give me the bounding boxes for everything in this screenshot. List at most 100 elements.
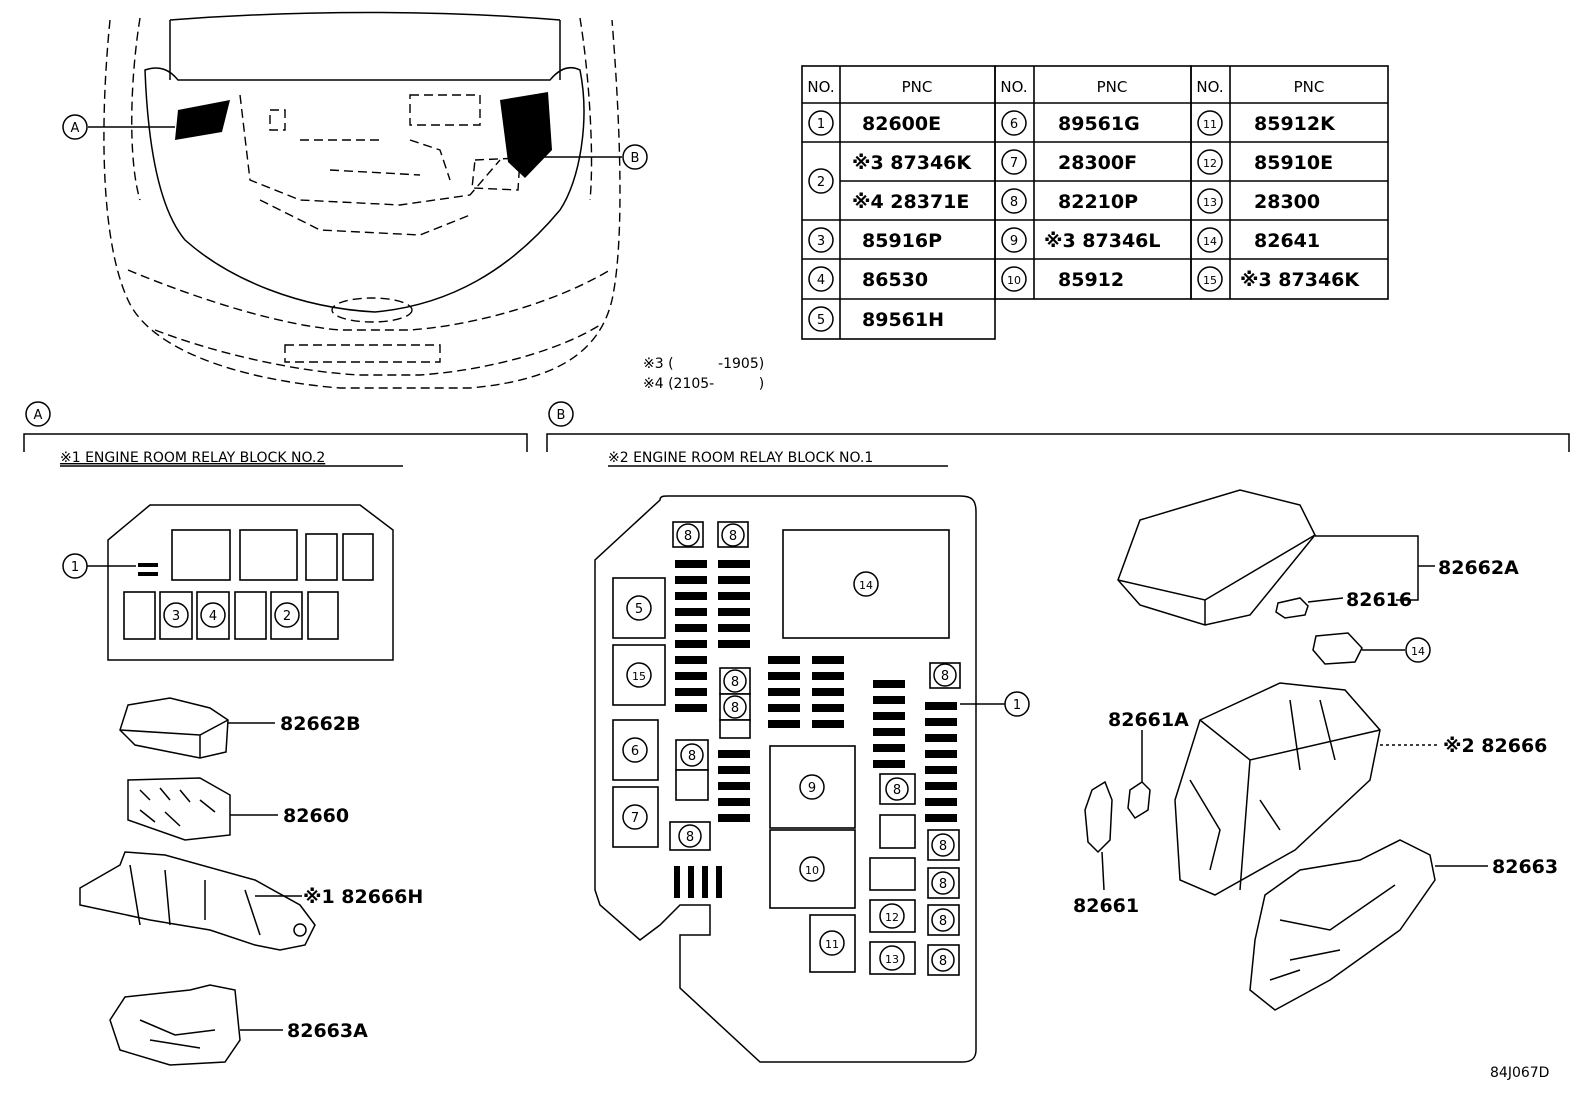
callout-a: A — [71, 121, 80, 136]
row-pnc: 89561G — [1058, 113, 1140, 135]
part-82662a-label: 82662A — [1438, 557, 1519, 579]
callout-15: 15 — [632, 670, 646, 683]
row-pnc: 85910E — [1254, 152, 1333, 174]
callout-6: 6 — [631, 744, 639, 759]
part-82666-drawing — [1174, 682, 1440, 896]
callout-8: 8 — [688, 749, 696, 764]
part-82663-drawing — [1249, 839, 1488, 1011]
vehicle-front-view — [62, 11, 648, 389]
table-header-pnc-2: PNC — [1097, 78, 1128, 96]
row-no: 1 — [817, 117, 825, 132]
callout-1: 1 — [71, 560, 79, 575]
part-82666-label: ※2 82666 — [1443, 735, 1547, 757]
table-header-pnc-3: PNC — [1294, 78, 1325, 96]
section-b-part-labels: 82662A 82616 82661A ※2 82666 82661 82663 — [1073, 557, 1558, 917]
callout-2: 2 — [283, 609, 291, 624]
callout-10: 10 — [805, 864, 819, 877]
callout-8: 8 — [939, 914, 947, 929]
row-no: 13 — [1203, 196, 1217, 209]
section-a-part-labels: 82662B 82660 ※1 82666H 82663A — [280, 713, 423, 1042]
part-82660-label: 82660 — [283, 805, 349, 827]
part-82661a-label: 82661A — [1108, 709, 1189, 731]
table-header-no-1: NO. — [807, 78, 834, 96]
row-pnc: ※3 87346K — [1240, 269, 1360, 291]
part-82662b-drawing — [119, 697, 275, 759]
row-no: 15 — [1203, 274, 1217, 287]
row-pnc: 82210P — [1058, 191, 1138, 213]
pnc-table — [801, 65, 1389, 340]
row-no: 4 — [817, 273, 825, 288]
row-no: 14 — [1203, 235, 1217, 248]
part-82616-label: 82616 — [1346, 589, 1412, 611]
part-82662b-label: 82662B — [280, 713, 361, 735]
callout-14: 14 — [859, 579, 873, 592]
callout-13: 13 — [885, 953, 899, 966]
row-no: 9 — [1010, 234, 1018, 249]
callout-8: 8 — [686, 830, 694, 845]
row-pnc: 85912K — [1254, 113, 1336, 135]
callout-9: 9 — [808, 781, 816, 796]
callout-3: 3 — [172, 609, 180, 624]
row-no: 2 — [817, 175, 825, 190]
note-4: ※4 (2105- ) — [643, 376, 764, 392]
callout-4: 4 — [209, 609, 217, 624]
note-3: ※3 ( -1905) — [643, 356, 764, 372]
part-82666h-drawing — [79, 851, 316, 951]
part-82663-label: 82663 — [1492, 856, 1558, 878]
part-82662a-drawing — [1117, 489, 1435, 626]
part-82661a-drawing — [1127, 730, 1151, 820]
row-pnc: 86530 — [862, 269, 928, 291]
section-a-letter: A — [34, 408, 43, 423]
row-pnc: 89561H — [862, 309, 944, 331]
table-header-no-3: NO. — [1196, 78, 1223, 96]
part-82666h-label: ※1 82666H — [303, 886, 423, 908]
row-no: 8 — [1010, 195, 1018, 210]
row-no: 5 — [817, 313, 825, 328]
row-pnc: ※3 87346L — [1044, 230, 1161, 252]
callout-b: B — [631, 151, 640, 166]
row-pnc: ※3 87346K — [852, 152, 972, 174]
callout-8: 8 — [684, 529, 692, 544]
row-no: 10 — [1007, 274, 1021, 287]
callout-8: 8 — [939, 839, 947, 854]
row-pnc: 28300 — [1254, 191, 1320, 213]
callout-11: 11 — [825, 938, 839, 951]
row-no: 12 — [1203, 157, 1217, 170]
row-no: 6 — [1010, 117, 1018, 132]
callout-12: 12 — [885, 911, 899, 924]
relay-block-no2 — [62, 504, 394, 661]
diagram-code: 84J067D — [1490, 1065, 1549, 1081]
section-a-title: ※1 ENGINE ROOM RELAY BLOCK NO.2 — [60, 450, 325, 466]
section-b-title: ※2 ENGINE ROOM RELAY BLOCK NO.1 — [608, 450, 873, 466]
callout-1: 1 — [1013, 698, 1021, 713]
row-pnc: 82641 — [1254, 230, 1320, 252]
table-header-no-2: NO. — [1000, 78, 1027, 96]
part-82661-drawing — [1084, 780, 1113, 891]
row-no: 3 — [817, 234, 825, 249]
table-header-pnc-1: PNC — [902, 78, 933, 96]
callout-8: 8 — [893, 783, 901, 798]
row-no: 11 — [1203, 118, 1217, 131]
part-82663a-drawing — [109, 984, 283, 1066]
row-pnc: ※4 28371E — [852, 191, 969, 213]
callout-8: 8 — [731, 675, 739, 690]
row-pnc: 85916P — [862, 230, 942, 252]
row-pnc: 85912 — [1058, 269, 1124, 291]
part-82663a-label: 82663A — [287, 1020, 368, 1042]
block-no1-labels: 8 8 14 5 15 6 7 8 8 8 8 9 10 11 8 8 12 1… — [631, 529, 1021, 969]
block-no2-labels: 1 3 4 2 — [71, 560, 291, 624]
callout-8: 8 — [729, 529, 737, 544]
part-82616-drawing — [1275, 597, 1344, 619]
callout-7: 7 — [631, 811, 639, 826]
relay-block-no1 — [594, 495, 1030, 1063]
part-82661-label: 82661 — [1073, 895, 1139, 917]
part-82660-drawing — [127, 777, 278, 841]
section-b-letter: B — [557, 408, 566, 423]
row-pnc: 82600E — [862, 113, 941, 135]
callout-8: 8 — [939, 954, 947, 969]
callout-8: 8 — [939, 877, 947, 892]
part-14-relay-drawing — [1312, 632, 1431, 665]
row-pnc: 28300F — [1058, 152, 1137, 174]
callout-5: 5 — [635, 602, 643, 617]
